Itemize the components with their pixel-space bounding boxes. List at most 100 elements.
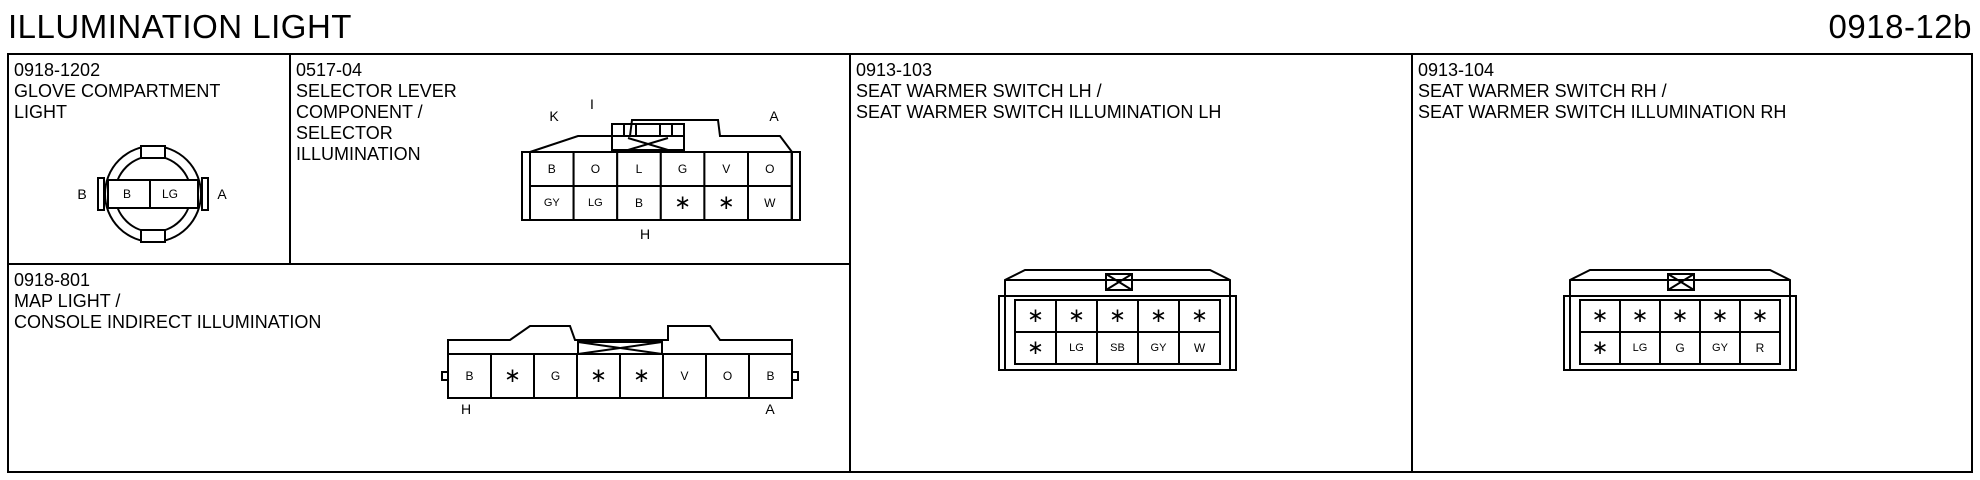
map-pin-label: O (723, 369, 732, 383)
seat-lh-pin-label: ∗ (1191, 305, 1208, 327)
selector-name-line: ILLUMINATION (296, 144, 421, 164)
selector-pin-label: ∗ (718, 192, 735, 214)
seat-rh-code: 0913-104 (1418, 60, 1495, 80)
seat-rh-name-line: SEAT WARMER SWITCH ILLUMINATION RH (1418, 102, 1787, 122)
seat-lh-pin-label: ∗ (1109, 305, 1126, 327)
selector-caption: 0517-04 SELECTOR LEVER COMPONENT / SELEC… (296, 60, 457, 165)
selector-pin-cell (703, 151, 750, 187)
seat-lh-name-line: SEAT WARMER SWITCH ILLUMINATION LH (856, 102, 1222, 122)
seat-lh-pin-cell (1137, 299, 1180, 333)
seat-rh-pin-cell (1579, 299, 1621, 333)
seat-rh-pin-cell (1739, 299, 1781, 333)
seat-rh-pin-label: ∗ (1632, 305, 1649, 327)
seat-rh-pin-cell (1659, 331, 1701, 365)
selector-pin-cell (529, 185, 575, 221)
selector-pin-label: O (591, 162, 600, 176)
selector-code: 0517-04 (296, 60, 363, 80)
selector-pin-cell (747, 151, 793, 187)
seat-rh-caption: 0913-104 SEAT WARMER SWITCH RH / SEAT WA… (1418, 60, 1786, 123)
map-pin-label: V (680, 369, 688, 383)
selector-name-line: COMPONENT / (296, 102, 423, 122)
map-pin-label: ∗ (590, 365, 607, 387)
glove-light-connector (97, 145, 209, 243)
seat-lh-pin-label: LG (1069, 342, 1084, 354)
map-end-label: H (461, 401, 471, 417)
selector-pin-cell (659, 151, 706, 187)
map-caption: 0918-801 MAP LIGHT / CONSOLE INDIRECT IL… (14, 270, 321, 333)
map-name-line: CONSOLE INDIRECT ILLUMINATION (14, 312, 322, 332)
selector-pin-label: LG (588, 197, 603, 209)
map-pin-label: B (465, 369, 473, 383)
map-pin-label: ∗ (504, 365, 521, 387)
selector-pin-label: W (764, 196, 776, 210)
seat-lh-pin-label: ∗ (1068, 305, 1085, 327)
seat-rh-pin-cell (1739, 331, 1781, 365)
seat-rh-connector (1563, 269, 1797, 371)
seat-lh-code: 0913-103 (856, 60, 933, 80)
map-end-label: A (765, 401, 775, 417)
map-name-line: MAP LIGHT / (14, 291, 121, 311)
glove-name-line: LIGHT (14, 102, 68, 122)
selector-pin-label: B (548, 162, 556, 176)
selector-pin-cell (747, 185, 793, 221)
seat-lh-pin-cell (1096, 331, 1139, 365)
seat-lh-pin-cell (1014, 331, 1057, 365)
seat-rh-name-line: SEAT WARMER SWITCH RH / (1418, 81, 1667, 101)
selector-pin-label: V (722, 162, 730, 176)
seat-lh-pin-label: ∗ (1150, 305, 1167, 327)
glove-pin-label: LG (162, 187, 178, 201)
seat-rh-pin-cell (1619, 331, 1661, 365)
seat-lh-pin-label: GY (1151, 342, 1168, 354)
selector-corner-label: I (590, 96, 594, 112)
map-pin-label: G (551, 369, 560, 383)
selector-corner-label: H (640, 226, 650, 242)
glove-code: 0918-1202 (14, 60, 101, 80)
page-title: ILLUMINATION LIGHT (8, 8, 352, 45)
glove-end-label: A (217, 186, 227, 202)
glove-name-line: GLOVE COMPARTMENT (14, 81, 221, 101)
seat-lh-pin-label: ∗ (1027, 305, 1044, 327)
panel-frame (7, 53, 1973, 473)
selector-pin-label: B (635, 196, 643, 210)
page-code: 0918-12b (1828, 8, 1972, 45)
seat-lh-pin-cell (1014, 299, 1057, 333)
selector-pin-cell (572, 185, 619, 221)
selector-pin-label: G (678, 162, 687, 176)
seat-rh-pin-cell (1699, 331, 1741, 365)
seat-lh-caption: 0913-103 SEAT WARMER SWITCH LH / SEAT WA… (856, 60, 1221, 123)
glove-end-label: B (77, 186, 86, 202)
map-code: 0918-801 (14, 270, 91, 290)
glove-caption: 0918-1202 GLOVE COMPARTMENT LIGHT (14, 60, 220, 123)
seat-rh-pin-label: ∗ (1592, 337, 1609, 359)
seat-rh-pin-label: GY (1712, 342, 1729, 354)
seat-lh-connector (998, 269, 1237, 371)
map-pin-cell (748, 353, 793, 399)
selector-pin-label: ∗ (674, 192, 691, 214)
seat-lh-pin-cell (1055, 299, 1098, 333)
map-pin-cell (619, 353, 664, 399)
seat-lh-name-line: SEAT WARMER SWITCH LH / (856, 81, 1102, 101)
selector-name-line: SELECTOR (296, 123, 393, 143)
selector-pin-label: GY (544, 197, 561, 209)
selector-corner-label: A (769, 108, 779, 124)
map-pin-label: ∗ (633, 365, 650, 387)
selector-pin-label: O (765, 162, 774, 176)
seat-rh-pin-label: R (1756, 341, 1765, 355)
selector-corner-label: K (549, 108, 559, 124)
seat-rh-pin-label: ∗ (1752, 305, 1769, 327)
seat-lh-pin-cell (1178, 331, 1221, 365)
glove-pin-label: B (123, 187, 131, 201)
seat-rh-pin-label: ∗ (1672, 305, 1689, 327)
seat-rh-pin-label: ∗ (1592, 305, 1609, 327)
seat-lh-pin-label: SB (1110, 342, 1125, 354)
map-light-connector (441, 325, 799, 381)
seat-rh-pin-label: ∗ (1712, 305, 1729, 327)
selector-pin-label: L (636, 162, 643, 176)
selector-name-line: SELECTOR LEVER (296, 81, 457, 101)
map-pin-label: B (766, 369, 774, 383)
seat-lh-pin-label: ∗ (1027, 337, 1044, 359)
seat-rh-pin-label: LG (1633, 342, 1648, 354)
seat-rh-pin-label: G (1675, 341, 1684, 355)
seat-lh-pin-label: W (1194, 341, 1206, 355)
